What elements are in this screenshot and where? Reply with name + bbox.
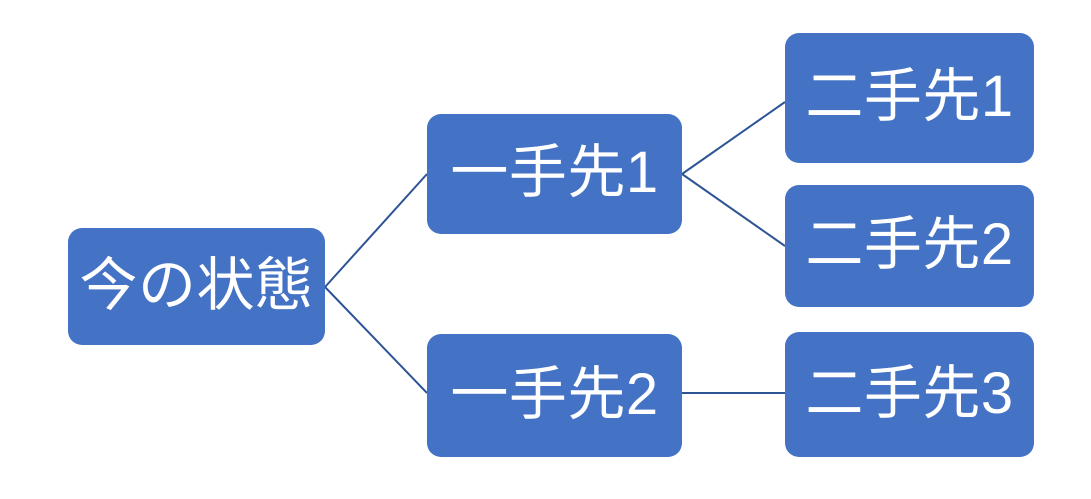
node-current-state[interactable]: 今の状態	[68, 228, 325, 345]
node-label-two-moves-ahead-2: 二手先2	[805, 212, 1014, 277]
edge-root-mid1	[324, 173, 428, 288]
edge-mid1-leaf1	[681, 101, 786, 175]
node-two-moves-ahead-2[interactable]: 二手先2	[785, 185, 1034, 307]
node-two-moves-ahead-3[interactable]: 二手先3	[785, 332, 1034, 457]
edge-mid1-leaf2	[681, 173, 786, 247]
node-label-two-moves-ahead-1: 二手先1	[805, 64, 1014, 129]
edge-root-mid2	[324, 286, 428, 394]
node-one-move-ahead-2[interactable]: 一手先2	[427, 334, 682, 457]
node-two-moves-ahead-1[interactable]: 二手先1	[785, 33, 1034, 163]
node-label-one-move-ahead-1: 一手先1	[450, 140, 659, 205]
node-label-one-move-ahead-2: 一手先2	[450, 361, 659, 427]
node-one-move-ahead-1[interactable]: 一手先1	[427, 114, 682, 234]
node-label-current-state: 今の状態	[79, 252, 314, 318]
node-label-two-moves-ahead-3: 二手先3	[805, 360, 1014, 426]
